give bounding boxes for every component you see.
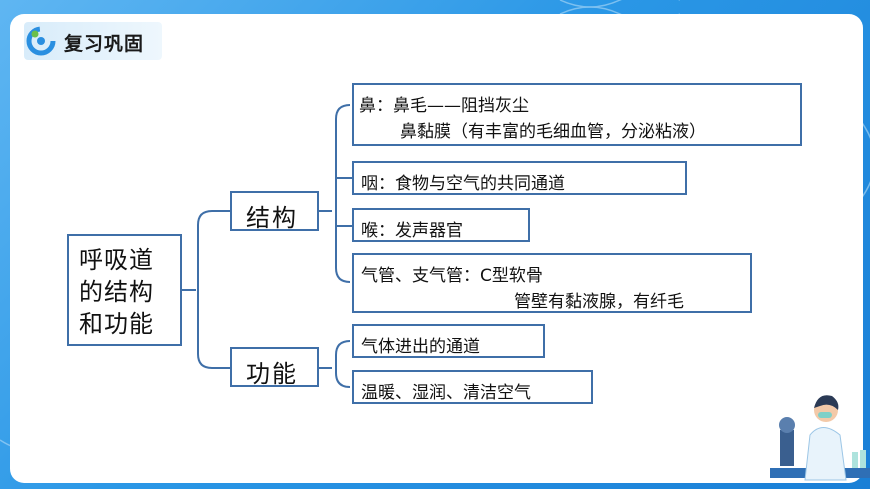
pharynx-text: 咽：食物与空气的共同通道 xyxy=(361,174,565,194)
nose-line-2: 鼻黏膜（有丰富的毛细血管，分泌粘液） xyxy=(400,122,706,142)
root-label-line-1: 呼吸道 xyxy=(79,246,154,274)
page-title: 复习巩固 xyxy=(64,33,145,55)
scientist-illustration-icon xyxy=(770,395,870,481)
larynx-node: 喉：发声器官 xyxy=(352,208,530,242)
trachea-line-1: 气管、支气管：C型软骨 xyxy=(361,266,543,286)
structure-label: 结构 xyxy=(246,204,298,232)
trachea-line-2: 管壁有黏液腺，有纤毛 xyxy=(514,292,684,312)
conditioning-node: 温暖、湿润、清洁空气 xyxy=(352,370,593,404)
larynx-text: 喉：发声器官 xyxy=(361,221,463,241)
passage-node: 气体进出的通道 xyxy=(352,324,545,358)
function-label: 功能 xyxy=(246,360,298,388)
passage-text: 气体进出的通道 xyxy=(361,337,480,357)
nose-line-1: 鼻：鼻毛——阻挡灰尘 xyxy=(359,96,529,116)
function-node: 功能 xyxy=(230,347,319,388)
root-label-line-2: 的结构 xyxy=(79,278,154,306)
conditioning-text: 温暖、湿润、清洁空气 xyxy=(361,383,531,403)
circle-logo-icon xyxy=(26,26,56,56)
root-node: 呼吸道 的结构 和功能 xyxy=(67,234,182,346)
root-label-line-3: 和功能 xyxy=(79,310,154,338)
trachea-node: 气管、支气管：C型软骨 管壁有黏液腺，有纤毛 xyxy=(352,253,752,313)
structure-node: 结构 xyxy=(230,191,319,232)
pharynx-node: 咽：食物与空气的共同通道 xyxy=(352,161,687,195)
nose-node: 鼻：鼻毛——阻挡灰尘 鼻黏膜（有丰富的毛细血管，分泌粘液） xyxy=(352,83,802,146)
